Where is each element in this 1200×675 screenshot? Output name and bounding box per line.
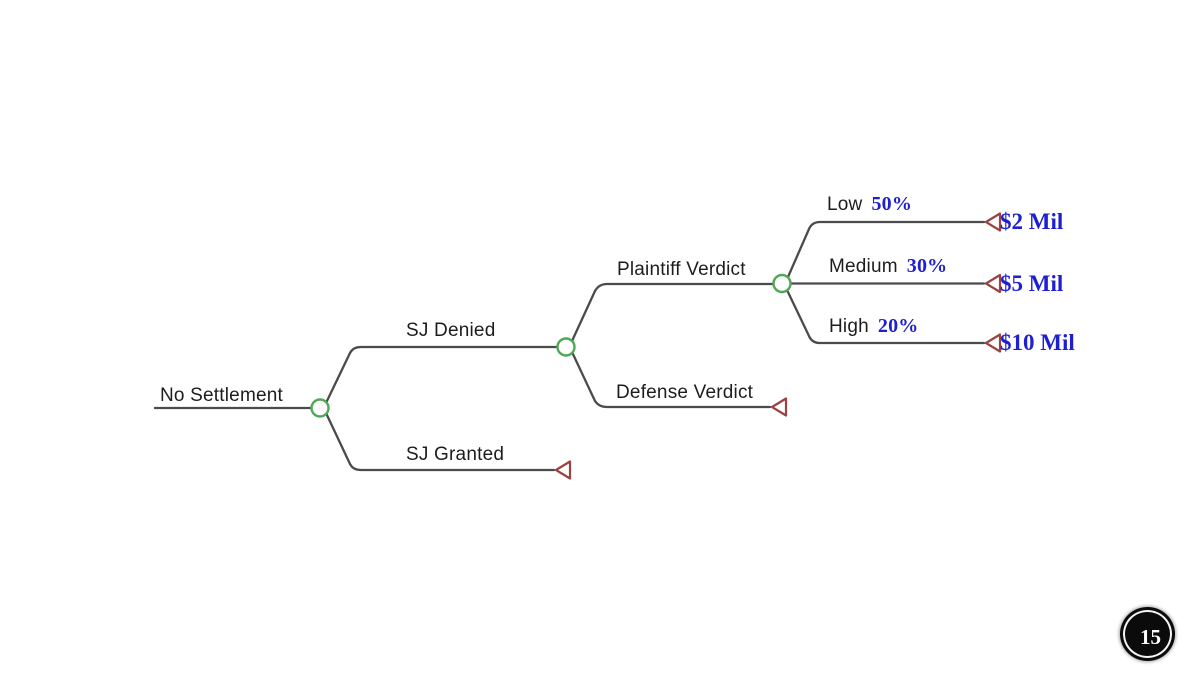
terminal-node-low	[984, 212, 1002, 232]
branch-line-high	[785, 288, 986, 345]
label-medium: Medium	[829, 256, 898, 277]
branch-line-low	[786, 220, 986, 279]
branch-line-plaintiff-verdict	[570, 282, 775, 343]
page-number: 15	[1140, 624, 1161, 649]
terminal-node-high	[984, 333, 1002, 353]
label-row-medium: Medium 30%	[829, 255, 947, 278]
payoff-high: $10 Mil	[1000, 330, 1075, 355]
chance-node-sj-denied	[556, 337, 576, 357]
label-defense-verdict: Defense Verdict	[616, 382, 754, 403]
branch-line-defense-verdict	[570, 350, 772, 409]
label-no-settlement: No Settlement	[160, 385, 283, 406]
label-row-low: Low 50%	[827, 193, 912, 216]
probability-medium: 30%	[906, 255, 948, 277]
chance-node-no-settlement	[310, 398, 330, 418]
chance-node-plaintiff-verdict	[772, 273, 792, 294]
label-plaintiff-verdict: Plaintiff Verdict	[617, 259, 746, 280]
label-high: High	[829, 316, 869, 337]
branch-line-sj-denied	[324, 345, 559, 405]
probability-low: 50%	[871, 193, 913, 215]
payoff-medium: $5 Mil	[1000, 271, 1064, 296]
label-sj-granted: SJ Granted	[406, 444, 505, 465]
payoff-low: $2 Mil	[1000, 209, 1064, 234]
label-row-high: High 20%	[829, 315, 919, 338]
label-sj-denied: SJ Denied	[406, 320, 496, 341]
badge-ring	[1123, 610, 1172, 658]
label-low: Low	[827, 194, 863, 215]
branch-line-sj-granted	[324, 411, 556, 472]
terminal-node-defense-verdict	[770, 397, 788, 417]
terminal-node-medium	[984, 273, 1002, 294]
page-number-badge: 15	[1120, 607, 1175, 661]
terminal-node-sj-granted	[554, 460, 572, 480]
probability-high: 20%	[877, 315, 919, 337]
